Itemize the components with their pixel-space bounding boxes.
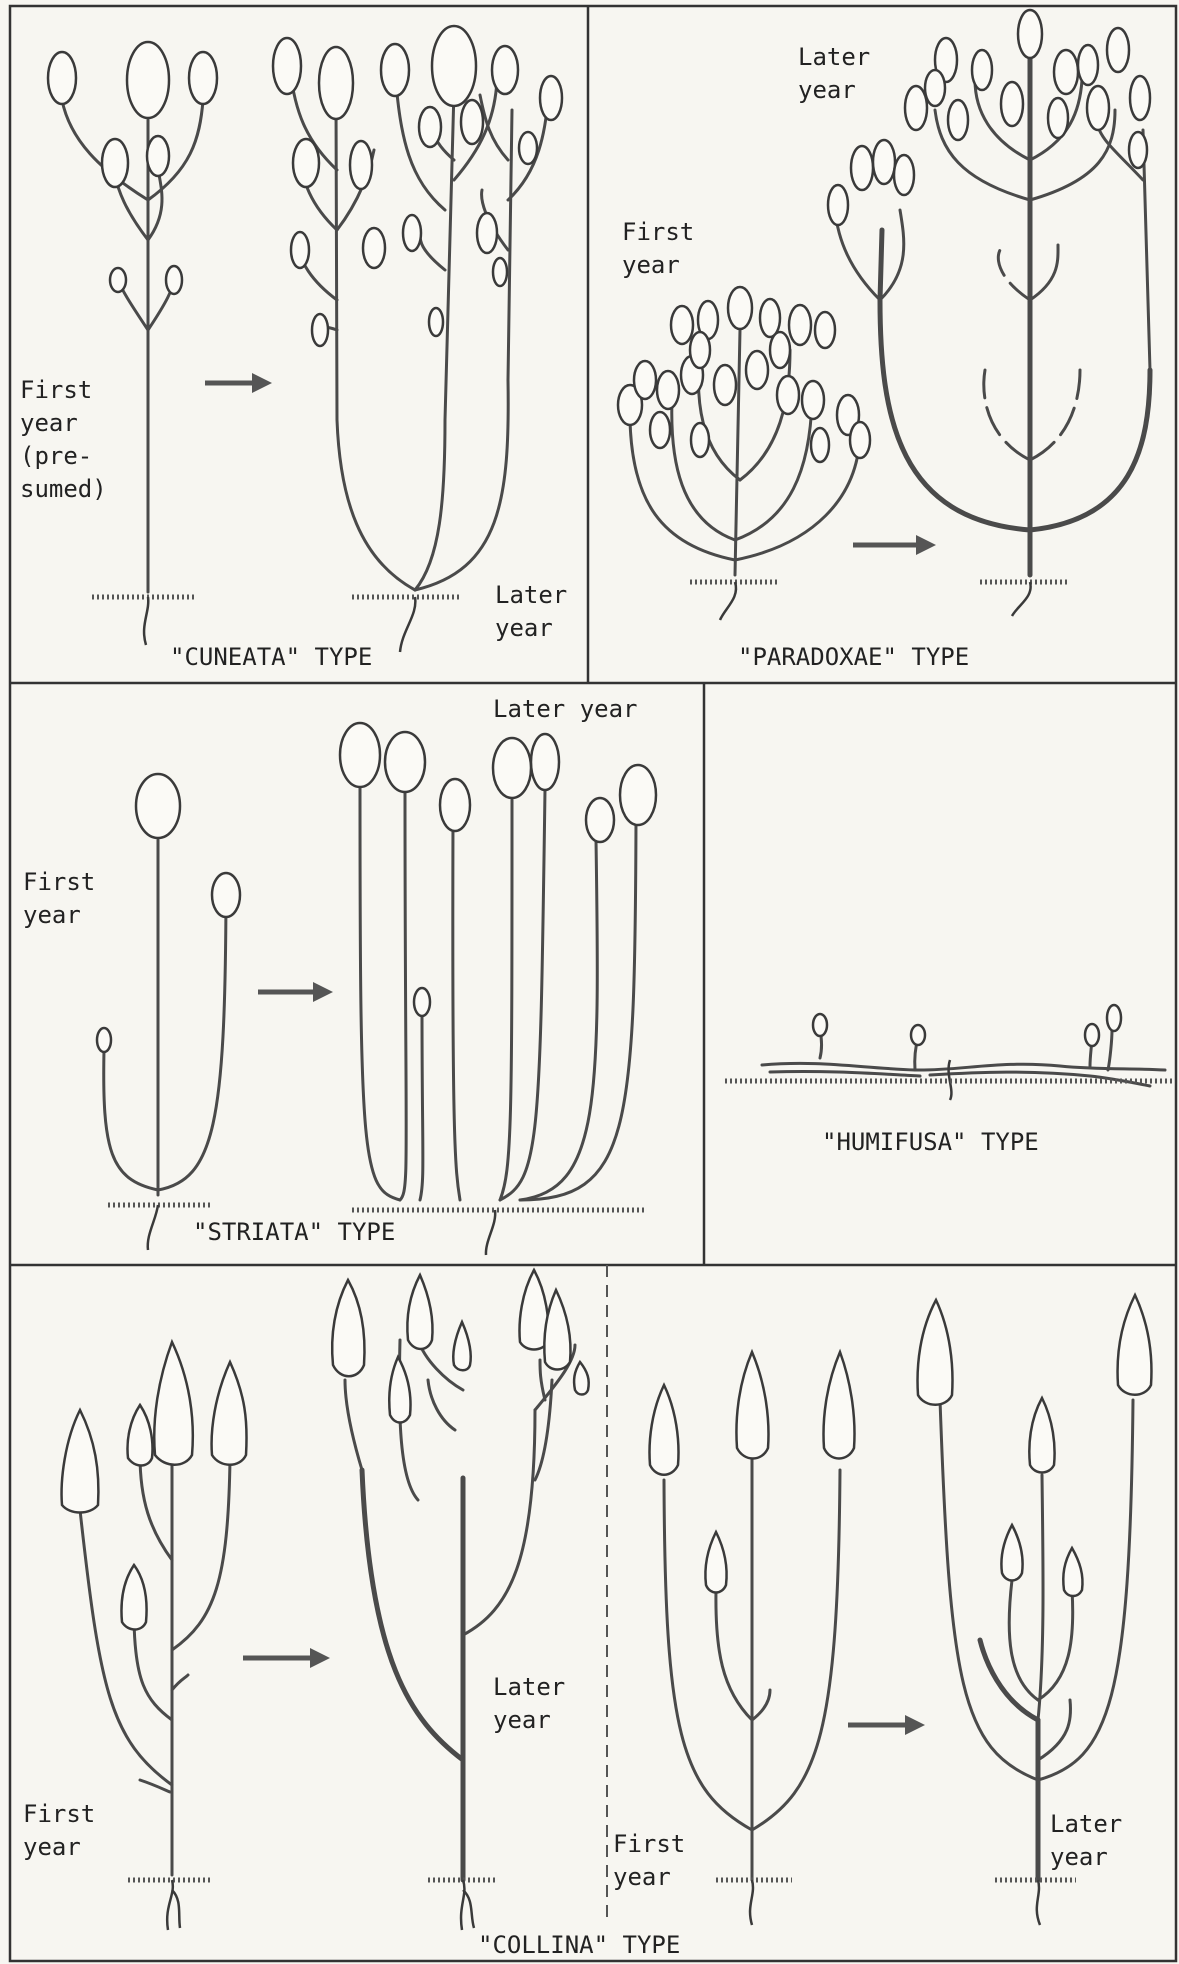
panel-frames xyxy=(10,6,1176,1961)
cuneata-type-label: "CUNEATA" TYPE xyxy=(170,643,372,671)
cuneata-later-year-plant xyxy=(273,26,562,652)
striata-arrow xyxy=(258,982,333,1002)
collina-left-later-year-label-1: Later xyxy=(493,1673,565,1701)
paradoxae-first-year-label-2: year xyxy=(622,251,680,279)
collina-left-first-year-plant xyxy=(62,1342,247,1930)
paradoxae-arrow xyxy=(853,535,936,555)
cuneata-first-year-label-4: sumed) xyxy=(20,475,107,503)
collina-right-arrow xyxy=(848,1715,925,1735)
cuneata-first-year-plant xyxy=(48,42,217,645)
collina-left-first-year-label-1: First xyxy=(23,1800,95,1828)
paradoxae-later-year-label-1: Later xyxy=(798,43,870,71)
striata-first-year-label-2: year xyxy=(23,901,81,929)
collina-left-arrow xyxy=(243,1648,330,1668)
cuneata-first-year-label-2: year xyxy=(20,409,78,437)
cuneata-panel: First year (pre- sumed) Later year "CUNE… xyxy=(20,26,567,671)
paradoxae-panel: Later year First year "PARADOXAE" TYPE xyxy=(618,10,1150,671)
collina-right-first-year-label-1: First xyxy=(613,1830,685,1858)
collina-left-first-year-label-2: year xyxy=(23,1833,81,1861)
collina-right-first-year-label-2: year xyxy=(613,1863,671,1891)
paradoxae-later-year-label-2: year xyxy=(798,76,856,104)
cuneata-arrow xyxy=(205,373,272,393)
outer-frame xyxy=(10,6,1176,1961)
humifusa-type-label: "HUMIFUSA" TYPE xyxy=(822,1128,1039,1156)
paradoxae-first-year-label-1: First xyxy=(622,218,694,246)
collina-type-label: "COLLINA" TYPE xyxy=(478,1931,680,1959)
striata-later-year-plant xyxy=(340,723,656,1255)
striata-panel: First year Later year "STRIATA" TYPE xyxy=(23,695,656,1255)
collina-right-later-year-label-1: Later xyxy=(1050,1810,1122,1838)
collina-panel: First year Later year First year Later y… xyxy=(23,1270,1151,1959)
collina-left-later-year-label-2: year xyxy=(493,1706,551,1734)
striata-first-year-plant xyxy=(97,774,240,1250)
cuneata-first-year-label-1: First xyxy=(20,376,92,404)
cuneata-first-year-label-3: (pre- xyxy=(20,442,92,470)
collina-right-later-year-label-2: year xyxy=(1050,1843,1108,1871)
collina-left-later-year-plant xyxy=(332,1270,589,1930)
humifusa-plant xyxy=(725,1005,1175,1100)
striata-later-year-label: Later year xyxy=(493,695,638,723)
paradoxae-first-year-plant xyxy=(618,287,870,620)
cuneata-later-year-label-1: Later xyxy=(495,581,567,609)
cuneata-later-year-label-2: year xyxy=(495,614,553,642)
paradoxae-later-year-plant xyxy=(828,10,1150,616)
humifusa-panel: "HUMIFUSA" TYPE xyxy=(725,1005,1175,1156)
striata-first-year-label-1: First xyxy=(23,868,95,896)
paradoxae-type-label: "PARADOXAE" TYPE xyxy=(738,643,969,671)
striata-type-label: "STRIATA" TYPE xyxy=(193,1218,395,1246)
